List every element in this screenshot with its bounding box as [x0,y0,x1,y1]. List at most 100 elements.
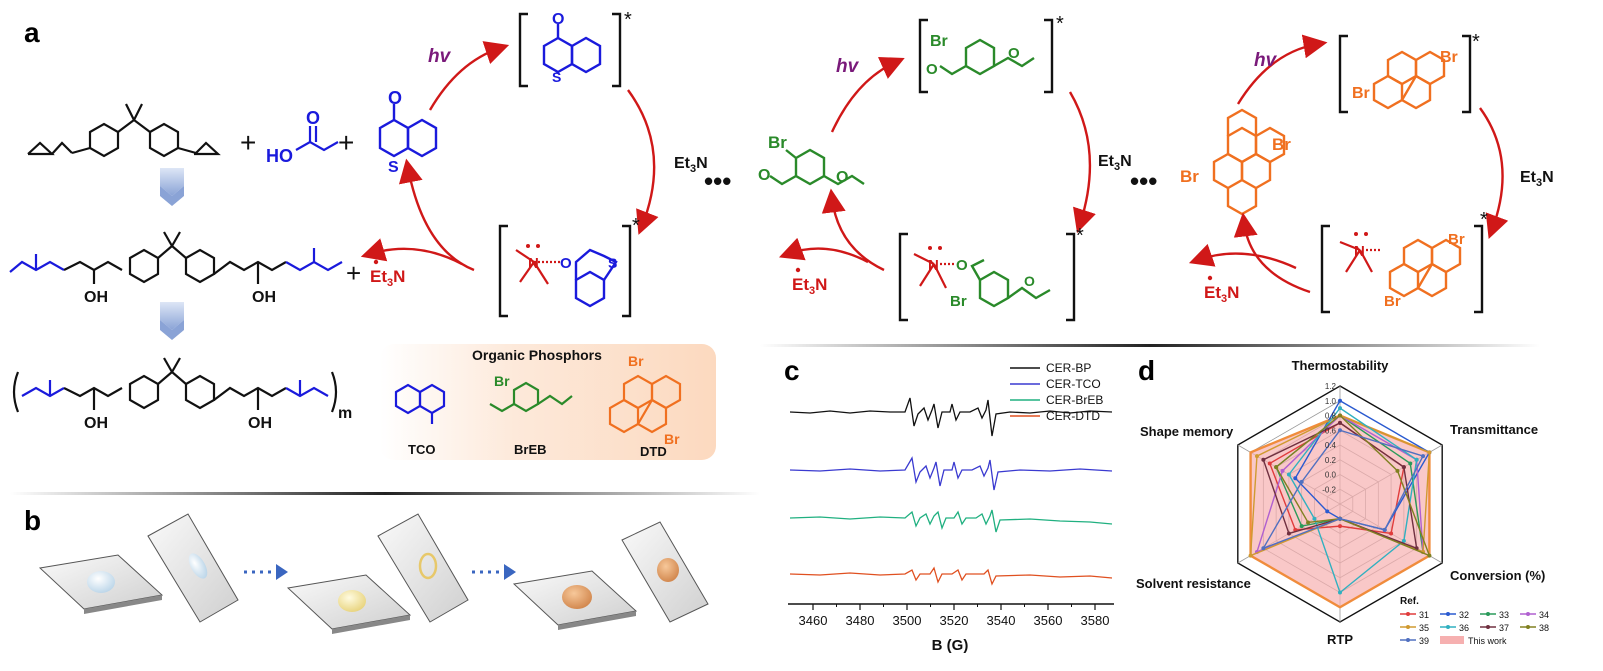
divider-left [10,492,760,495]
radar-point-ref-38 [1427,553,1432,558]
epr-tick-3520: 3520 [940,613,969,628]
radar-point-ref-39 [1382,527,1387,532]
cycle2-arrow-return [821,188,885,272]
radar-point-ref-35 [1427,450,1432,455]
cycle1-excited-o: O [552,11,564,28]
cycle3-excited-dtd: Br Br * [1338,31,1480,114]
tco-molecule-main [378,104,438,158]
radar-point-ref-37 [1286,531,1291,536]
down-arrow-1 [160,168,184,206]
breb-main-o2: O [836,169,848,186]
cycle2-excited-o1: O [926,61,938,78]
acrylic-o: O [306,108,320,128]
epr-trace-cer-dtd [789,566,1113,586]
cycle3-exciplex-star: * [1480,209,1488,231]
panel-c-epr: 3460 3480 3500 3520 3540 3560 3580 B (G)… [788,361,1114,654]
radar-point-ref-35 [1248,553,1253,558]
epoxy-monomer [27,103,221,158]
diacrylate-monomer [9,231,343,284]
cycle3-exciplex-br1: Br [1448,231,1465,248]
radar-axis-rtp: RTP [1327,632,1353,647]
epr-tick-3580: 3580 [1081,613,1110,628]
polymer-oh-left: OH [84,415,108,432]
cycle2-excited-o2: O [1008,45,1020,62]
phosphor-dtd-label: DTD [640,444,667,459]
radical-dot-mid [795,267,801,273]
radar-point-ref-31 [1267,461,1272,466]
radar-axis-transmittance: Transmittance [1450,422,1538,437]
diacrylate-oh-right: OH [252,289,276,306]
down-arrow-2 [160,302,184,340]
flow-arrow-2 [472,564,516,580]
radar-tick-label: 0.8 [1325,412,1337,421]
dots-1: ••• [704,166,731,196]
cycle3-exciplex-br2: Br [1384,293,1401,310]
epr-legend-breb: CER-BrEB [1046,393,1103,407]
dtd-molecule-main [1212,108,1286,216]
plus-1: + [240,127,256,158]
cycle2-exciplex: N O Br O * [898,225,1084,322]
radar-point-ref-38 [1395,468,1400,473]
et3n-radical-mid: Et3N [792,275,827,297]
epr-trace-cer-breb [789,509,1113,533]
radar-point-ref-36 [1414,457,1419,462]
organic-phosphors-box: Organic Phosphors TCO Br BrEB Br Br DTD [380,344,716,460]
radar-point-ref-36 [1338,590,1342,595]
tco-main-o: O [388,88,402,108]
epr-legend-tco: CER-TCO [1046,377,1101,391]
radar-legend-label: 38 [1539,623,1549,633]
radar-legend-marker [1486,612,1490,616]
cycle2-excited-breb: Br O O * [918,13,1064,94]
epr-trace-cer-tco [789,456,1113,491]
cycle2-exciplex-o1: O [956,257,968,274]
cycle3-arrow-return [1233,212,1311,294]
cycle2-arrow-up [830,56,905,133]
cycle3-hv: hv [1254,50,1278,71]
radar-tick-labels: -0.20.00.20.40.60.81.01.2 [1322,382,1336,494]
phosphor-dtd-br1: Br [628,353,644,369]
phosphor-tco-structure [394,383,446,424]
radar-point-ref-33 [1299,524,1304,529]
cycle2-star: * [1056,13,1064,35]
radar-point-ref-39 [1338,428,1342,433]
cycle3-arrow-down [1479,107,1509,240]
radar-point-ref-34 [1280,468,1285,473]
droplet-yellow-tilted [418,552,438,580]
radar-point-ref-38 [1306,520,1311,525]
acrylic-ho: HO [266,146,293,166]
acrylic-acid [295,126,339,152]
radar-point-ref-36 [1286,472,1291,477]
cycle1-et3n: Et3N [674,155,708,175]
phosphor-tco-label: TCO [408,442,435,457]
cycle1-excited-tco: O S * [518,9,632,88]
radar-legend-marker [1446,612,1450,616]
radar-legend-marker [1446,625,1450,629]
radar-legend-label: 37 [1499,623,1509,633]
radar-legend-swatch [1440,636,1464,644]
radar-point-ref-37 [1401,465,1406,470]
radar-axis-shape-memory: Shape memory [1140,424,1234,439]
flow-arrow-1 [244,564,288,580]
cycle2-hv: hv [836,56,860,77]
droplet-orange-tilted [657,558,679,582]
cycle1-arrow-release [360,238,463,266]
cycle2-excited-br: Br [930,33,948,50]
radar-point-ref-39 [1261,546,1266,551]
radar-tick-label: 0.2 [1325,456,1337,465]
breb-main-o1: O [758,167,770,184]
panel-label-b: b [24,505,41,536]
cycle3-arrow-release [1188,243,1297,270]
cycle2-exciplex-n: N [928,257,939,274]
polymer-repeat-m: m [338,405,352,422]
cycle1-exciplex-o: O [560,255,572,272]
divider-top [760,344,1540,347]
cycle1-arrow-return [398,158,475,272]
radar-tick-label: 0.0 [1325,471,1337,480]
radar-legend-marker [1486,625,1490,629]
panel-b-photos [38,513,709,634]
cycle2-et3n: Et3N [1098,153,1132,173]
dots-2: ••• [1130,166,1157,196]
dtd-main-br2: Br [1180,167,1199,186]
radar-point-ref-36 [1312,516,1317,521]
